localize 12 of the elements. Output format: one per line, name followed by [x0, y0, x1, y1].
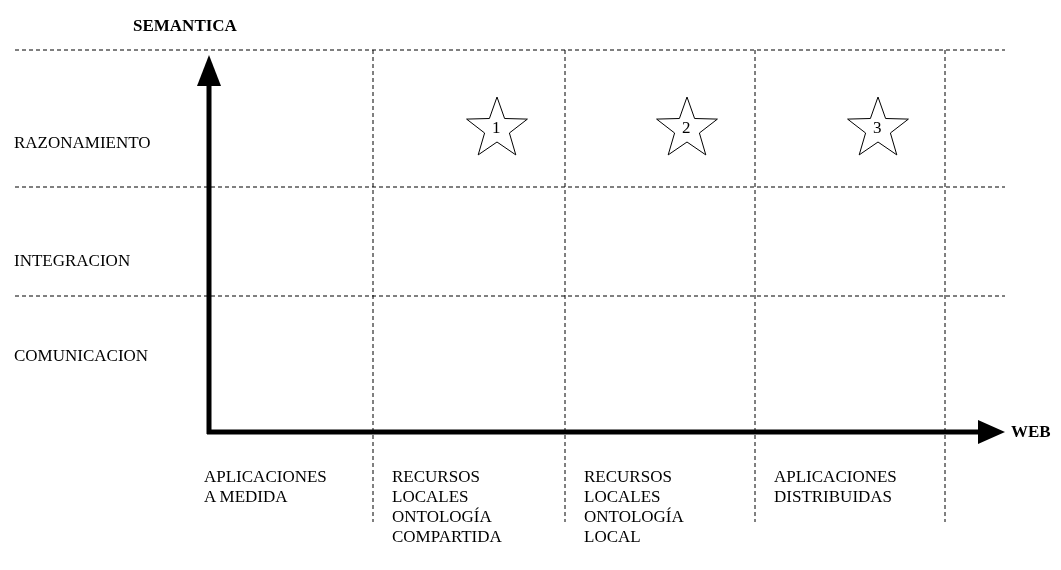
- row-label: RAZONAMIENTO: [14, 133, 151, 153]
- column-label: RECURSOS LOCALES ONTOLOGÍA LOCAL: [584, 467, 685, 547]
- column-label: APLICACIONES A MEDIDA: [204, 467, 328, 507]
- axis-title: WEB: [1011, 422, 1051, 442]
- axis-title: SEMANTICA: [133, 16, 237, 36]
- star-number: 3: [873, 118, 882, 138]
- row-label: COMUNICACION: [14, 346, 149, 366]
- row-label: INTEGRACION: [14, 251, 131, 271]
- column-label: APLICACIONES DISTRIBUIDAS: [774, 467, 898, 507]
- star-number: 2: [682, 118, 691, 138]
- star-number: 1: [492, 118, 501, 138]
- column-label: RECURSOS LOCALES ONTOLOGÍA COMPARTIDA: [392, 467, 502, 547]
